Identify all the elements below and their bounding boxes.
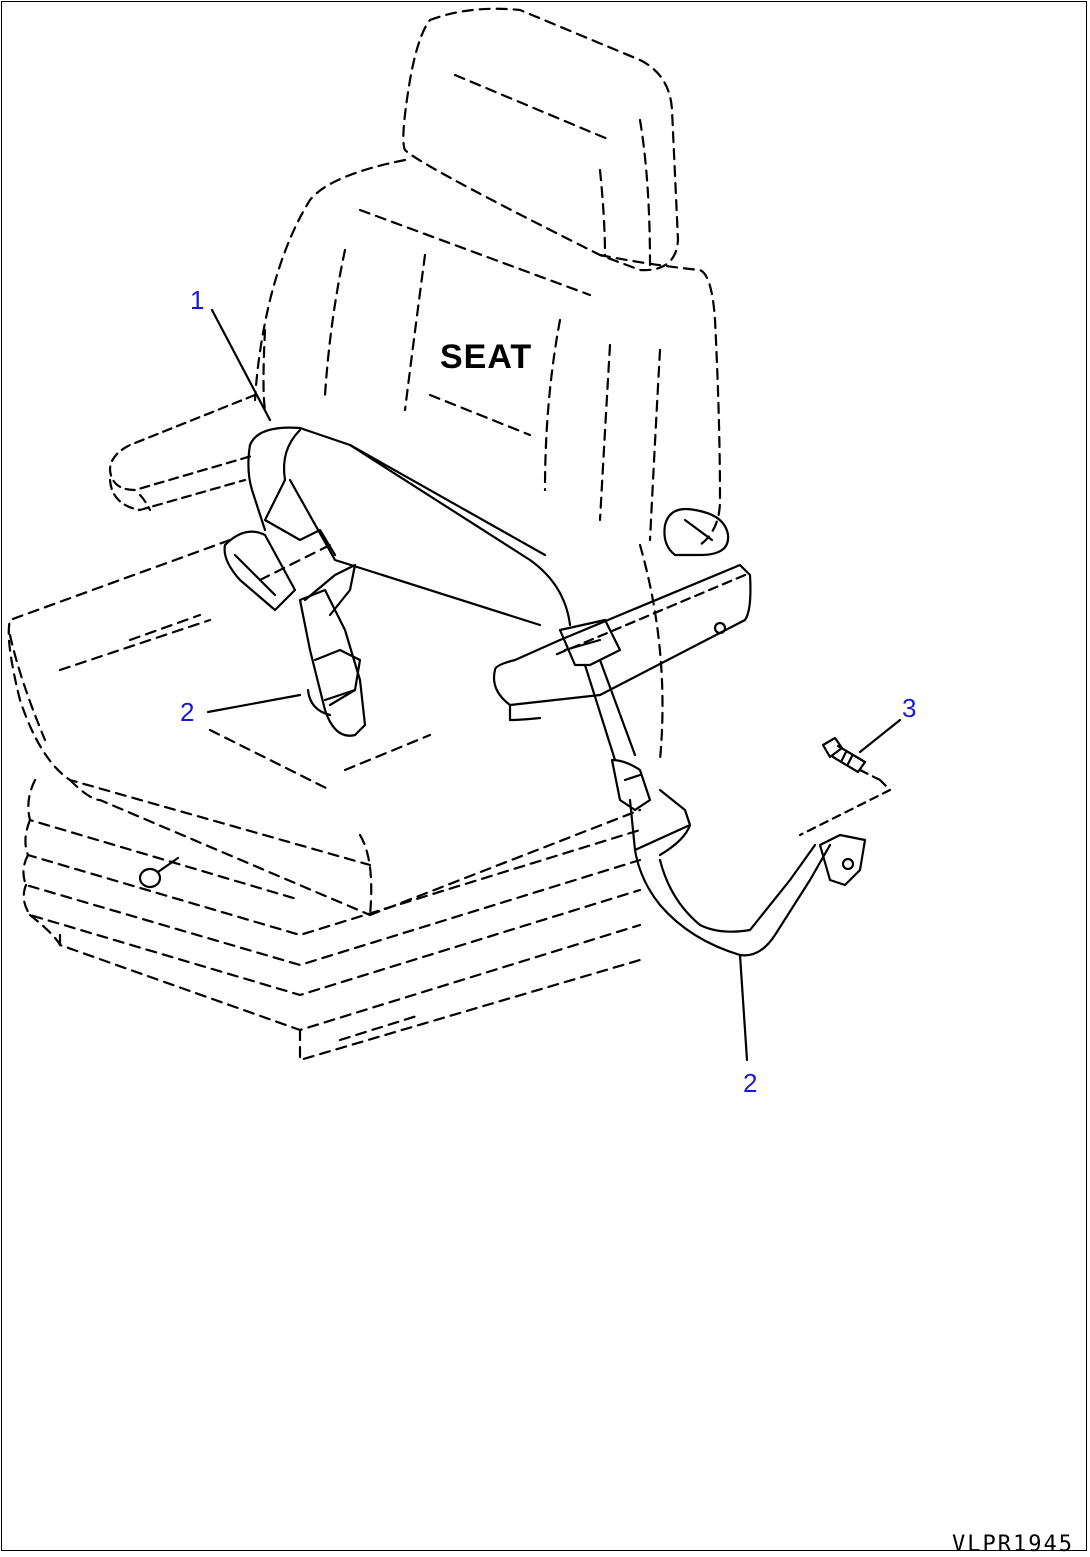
seat-belt-buckle [223, 530, 367, 737]
left-armrest [108, 393, 257, 512]
mounting-bolt-icon [821, 736, 867, 774]
leader-3 [858, 718, 902, 754]
seat-belt-upper [247, 426, 572, 627]
seat-cushion [7, 538, 642, 917]
callout-1: 1 [190, 285, 205, 315]
seat-label: SEAT [440, 338, 533, 376]
seat-back [253, 158, 722, 762]
leader-lines [206, 308, 902, 1062]
floor-plate [798, 768, 892, 837]
callout-3: 3 [902, 693, 917, 723]
adjustment-knob-icon [138, 856, 180, 889]
right-armrest [492, 507, 752, 722]
seat-belt-lower [558, 618, 867, 957]
figure-code: VLPR1945 [952, 1532, 1074, 1557]
seat-suspension [22, 778, 642, 1062]
callout-2-buckle: 2 [180, 697, 195, 727]
leader-1 [210, 308, 272, 422]
headrest [402, 7, 680, 272]
leader-2a [206, 693, 302, 714]
leader-2b [738, 953, 749, 1062]
callout-2-strap: 2 [743, 1068, 758, 1098]
